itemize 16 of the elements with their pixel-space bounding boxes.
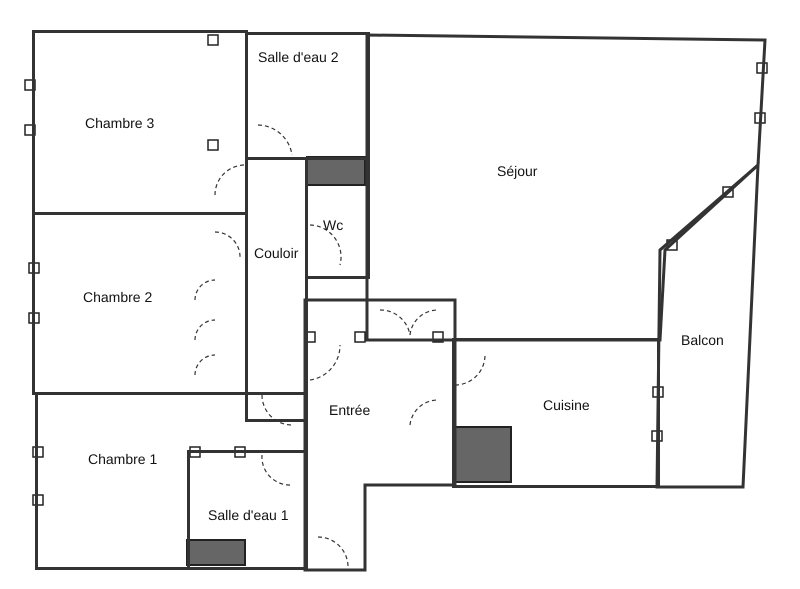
room-outline [305,157,370,279]
room-outline [452,338,660,488]
room-outline [245,32,370,160]
room-outline [35,392,308,570]
room-label: Wc [323,217,344,233]
room-label: Chambre 3 [85,115,154,131]
room-label: Cuisine [543,397,590,413]
room-label: Salle d'eau 2 [258,49,339,65]
room-label: Séjour [497,163,538,179]
room-label: Balcon [681,332,724,348]
room-label: Salle d'eau 1 [208,507,289,523]
room-label: Chambre 2 [83,289,152,305]
room-label: Couloir [254,245,298,261]
room-label: Entrée [329,402,370,418]
room-label: Chambre 1 [88,451,158,467]
room-outline [32,30,248,215]
